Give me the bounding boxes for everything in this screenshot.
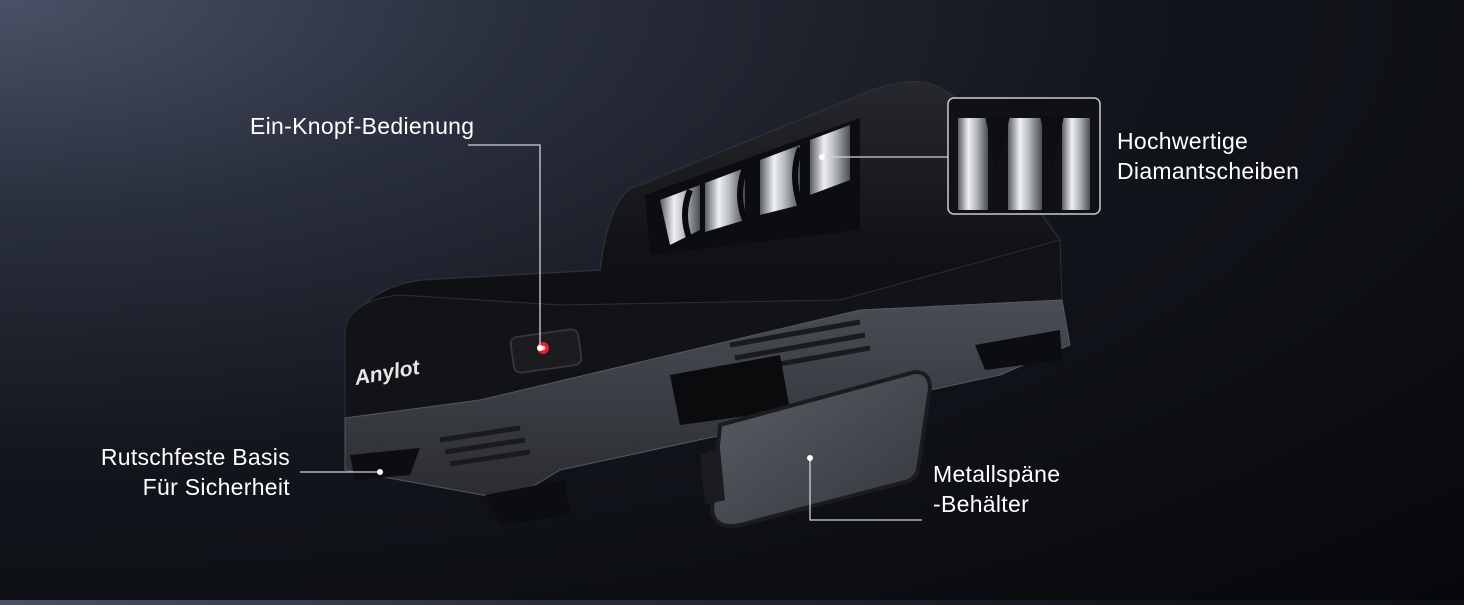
diamond-discs-line2: Diamantscheiben (1117, 158, 1300, 184)
diamond-disc-inset (947, 97, 1101, 215)
diamond-discs-label: Hochwertige Diamantscheiben (1117, 126, 1299, 186)
base-foot-center (485, 480, 570, 525)
non-slip-base-line2: Für Sicherheit (142, 474, 290, 500)
callout-dots (377, 154, 825, 475)
base-foot-right (975, 330, 1062, 370)
one-button-operation-label: Ein-Knopf-Bedienung (250, 111, 474, 141)
metal-bin-line2: -Behälter (933, 491, 1030, 517)
callout-lines (300, 144, 948, 521)
metal-shavings-bin (709, 369, 933, 528)
non-slip-base-line1: Rutschfeste Basis (100, 444, 290, 470)
non-slip-base-label: Rutschfeste Basis Für Sicherheit (68, 442, 290, 502)
diamond-discs-line1: Hochwertige (1117, 128, 1249, 154)
metal-bin-line1: Metallspäne (933, 461, 1061, 487)
metal-bin-label: Metallspäne -Behälter (933, 459, 1060, 519)
sharpening-slots (645, 118, 860, 255)
bin-opening (670, 355, 790, 425)
one-button-operation-text: Ein-Knopf-Bedienung (250, 113, 475, 139)
